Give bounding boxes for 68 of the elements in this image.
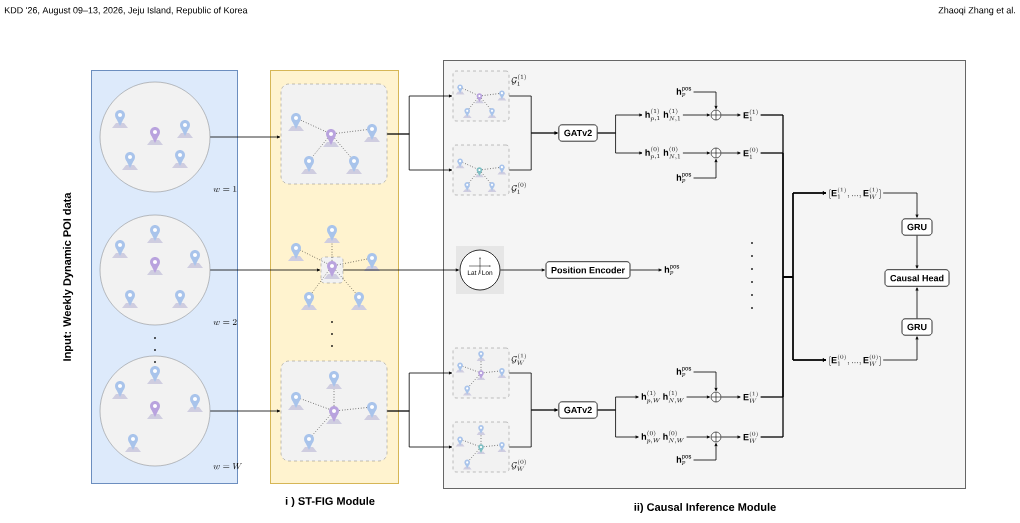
arrow — [686, 435, 711, 439]
formula-label: $\mathbf{h}_{p,W}^{(1)}\,\mathbf{h}_{N,W}^{(1)}$ — [641, 390, 684, 404]
graph-box — [280, 83, 388, 185]
arrow — [508, 131, 558, 171]
arrow — [720, 113, 741, 117]
arrow — [209, 268, 321, 272]
process-box: GATv2 — [558, 401, 598, 419]
arrow — [500, 268, 545, 272]
arrow — [693, 371, 718, 392]
arrow — [693, 443, 718, 461]
arrow — [630, 268, 662, 272]
node-label: i ) ST-FIG Module — [285, 496, 375, 508]
arrow — [386, 133, 453, 172]
formula-label: $\mathbf{h}_p^{\mathrm{pos}}$ — [676, 173, 692, 183]
sum-symbol — [710, 147, 722, 159]
arrow — [508, 408, 558, 448]
header-text: Zhaoqi Zhang et al. — [938, 6, 1015, 16]
formula-label: $\mathbf{E}_1^{(1)}$ — [743, 109, 758, 121]
sum-symbol — [710, 109, 722, 121]
graph-label: $\mathcal{G}_1^{(1)}$ — [511, 74, 526, 86]
formula-label: $\mathbf{h}_p^{\mathrm{pos}}$ — [676, 455, 692, 465]
arrow — [693, 159, 718, 179]
process-box: GATv2 — [558, 124, 598, 142]
arrow — [386, 410, 453, 449]
header-text: KDD '26, August 09–13, 2026, Jeju Island, Republic of Korea — [4, 6, 248, 16]
arrow — [597, 132, 643, 155]
process-box: Causal Head — [884, 269, 950, 287]
arrow — [720, 435, 741, 439]
formula-label: $\mathbf{h}_p^{\mathrm{pos}}$ — [664, 265, 680, 275]
graph-label: $w = W$ — [213, 462, 243, 470]
graph-box — [280, 360, 388, 462]
arrow — [882, 336, 919, 361]
formula-label: $\mathbf{E}_1^{(0)}$ — [743, 147, 758, 159]
graph-label: $w = 1$ — [213, 185, 237, 192]
formula-label: $[\mathbf{E}_1^{(0)}, ..., \mathbf{E}_W^{(0)}]$ — [829, 354, 881, 366]
formula-label: $[\mathbf{E}_1^{(1)}, ..., \mathbf{E}_W^{(1)}]$ — [829, 187, 881, 199]
arrow — [209, 409, 281, 413]
process-box: GRU — [901, 218, 933, 236]
arrow — [682, 151, 711, 155]
formula-label: $\mathbf{h}_{p,W}^{(0)}\,\mathbf{h}_{N,W}^{(0)}$ — [641, 430, 684, 444]
graph-label: $w = 2$ — [213, 318, 237, 325]
arrow — [693, 91, 718, 110]
arrow — [882, 192, 919, 218]
formula-label: $\mathbf{E}_W^{(0)}$ — [743, 431, 758, 443]
arrow — [209, 135, 281, 139]
graph-label: $\mathcal{G}_W^{(1)}$ — [511, 353, 526, 365]
formula-label: $\mathbf{h}_{p,1}^{(1)}\;\mathbf{h}_{N,1}^{(1)}$ — [645, 108, 681, 122]
arrow — [720, 395, 741, 399]
process-box: GRU — [901, 318, 933, 336]
node-label: ii) Causal Inference Module — [634, 502, 776, 514]
sum-symbol — [710, 391, 722, 403]
node-label: Input: Weekly Dynamic POI data — [62, 192, 74, 361]
arrow — [686, 395, 711, 399]
formula-label: $\mathbf{h}_p^{\mathrm{pos}}$ — [676, 87, 692, 97]
arrow — [597, 409, 639, 439]
arrow — [682, 113, 711, 117]
formula-label: $\mathbf{h}_p^{\mathrm{pos}}$ — [676, 367, 692, 377]
sum-symbol — [710, 431, 722, 443]
arrow — [915, 287, 919, 319]
arrow — [720, 151, 741, 155]
graph-label: $\mathcal{G}_W^{(0)}$ — [511, 459, 526, 471]
arrow — [915, 235, 919, 269]
process-box: Position Encoder — [545, 261, 631, 279]
arrow — [342, 268, 459, 272]
formula-label: $\mathbf{h}_{p,1}^{(0)}\;\mathbf{h}_{N,1}^{(0)}$ — [645, 146, 681, 160]
formula-label: $\mathbf{E}_W^{(1)}$ — [743, 391, 758, 403]
graph-label: $\mathcal{G}_1^{(0)}$ — [511, 182, 526, 194]
arrow — [760, 276, 827, 438]
